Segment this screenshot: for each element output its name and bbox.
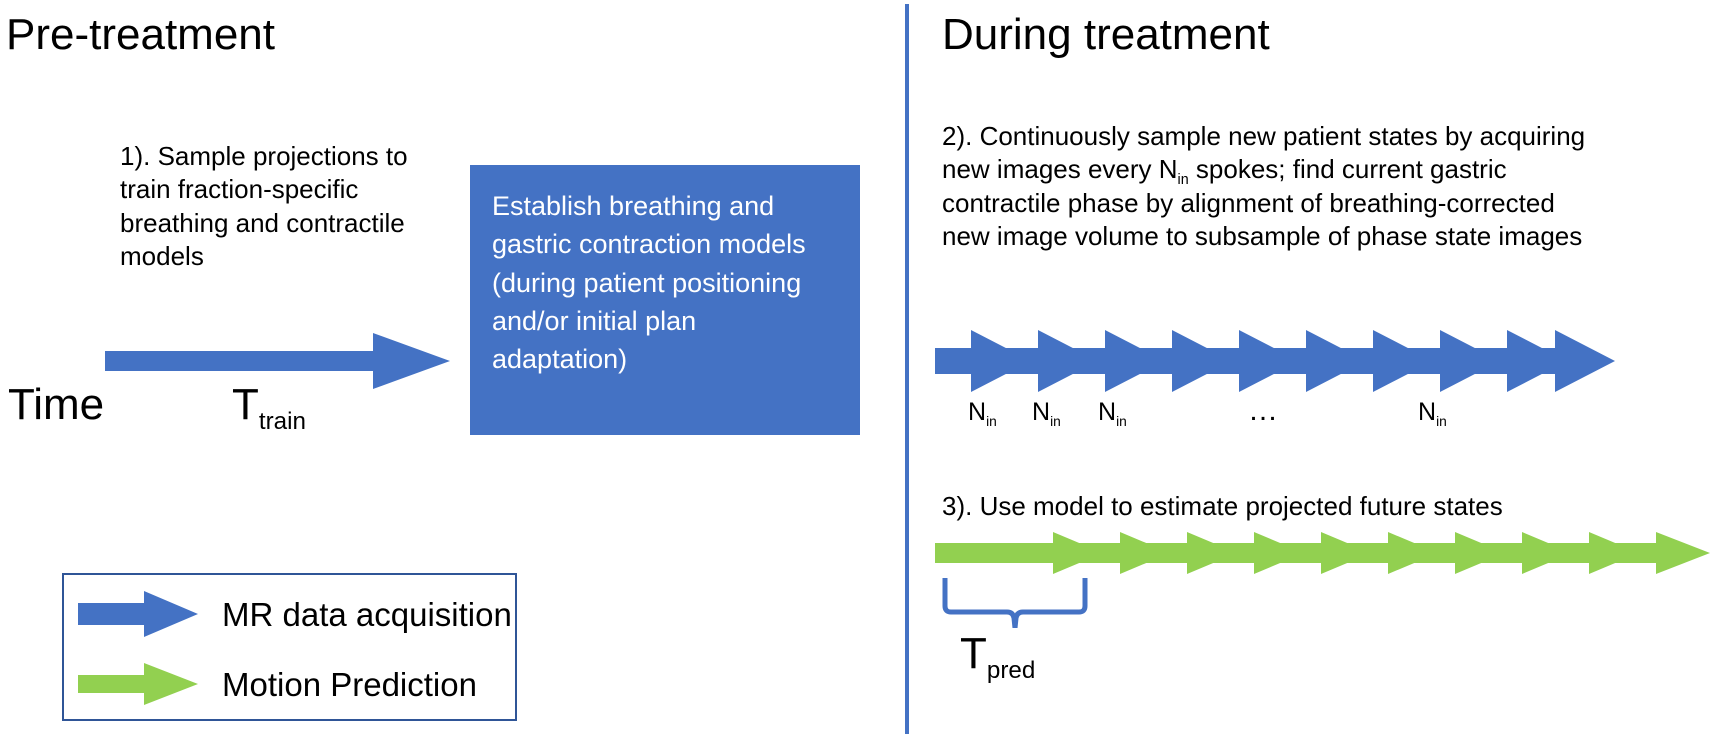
n-in-base: N [1418, 398, 1437, 426]
pre-treatment-heading: Pre-treatment [6, 10, 275, 59]
n-in-subscript: in [1116, 414, 1127, 429]
step1-description: 1). Sample projections to train fraction… [120, 141, 408, 272]
prediction-chevron-arrow-row [935, 530, 1710, 576]
t-pred-subscript: pred [986, 656, 1036, 684]
n-in-tick-3: Nin [1098, 398, 1127, 429]
n-in-base: N [968, 398, 987, 426]
n-in-tick-2: Nin [1032, 398, 1061, 429]
n-in-subscript: in [1436, 414, 1447, 429]
green-right-arrow-icon [78, 661, 198, 707]
t-pred-base: T [960, 629, 987, 678]
step2-text-part2: spokes; find current gastric contractile… [942, 154, 1583, 252]
n-in-subscript: in [1050, 414, 1061, 429]
legend-label-motion-prediction: Motion Prediction [222, 665, 477, 703]
legend-item-mr-data-acquisition: MR data acquisition [78, 591, 512, 637]
pre-treatment-timeline-arrow [105, 333, 450, 389]
process-box-establish-models: Establish breathing and gastric contract… [470, 165, 860, 435]
t-pred-brace [925, 575, 1105, 631]
step2-description: 2). Continuously sample new patient stat… [942, 120, 1592, 254]
t-train-base: T [232, 380, 259, 429]
step2-subscript: in [1177, 172, 1189, 189]
t-train-subscript: train [258, 407, 306, 435]
step2-text-part1: 2). Continuously sample new patient stat… [942, 121, 1586, 185]
legend-item-motion-prediction: Motion Prediction [78, 661, 477, 707]
n-in-base: N [1032, 398, 1051, 426]
t-train-label: Ttrain [232, 380, 306, 434]
legend-label-mr-data-acquisition: MR data acquisition [222, 595, 512, 633]
during-treatment-heading: During treatment [942, 10, 1270, 59]
t-pred-label: Tpred [960, 629, 1035, 683]
step3-description: 3). Use model to estimate projected futu… [942, 491, 1503, 521]
legend-box: MR data acquisition Motion Prediction [62, 573, 517, 721]
n-in-base: N [1098, 398, 1117, 426]
blue-right-arrow-icon [78, 591, 198, 637]
panel-divider [905, 4, 909, 734]
n-in-ellipsis: … [1248, 394, 1281, 427]
n-in-tick-1: Nin [968, 398, 997, 429]
n-in-subscript: in [986, 414, 997, 429]
time-axis-label: Time [8, 380, 105, 429]
n-in-tick-4: Nin [1418, 398, 1447, 429]
acquisition-chevron-arrow-row [935, 330, 1615, 392]
